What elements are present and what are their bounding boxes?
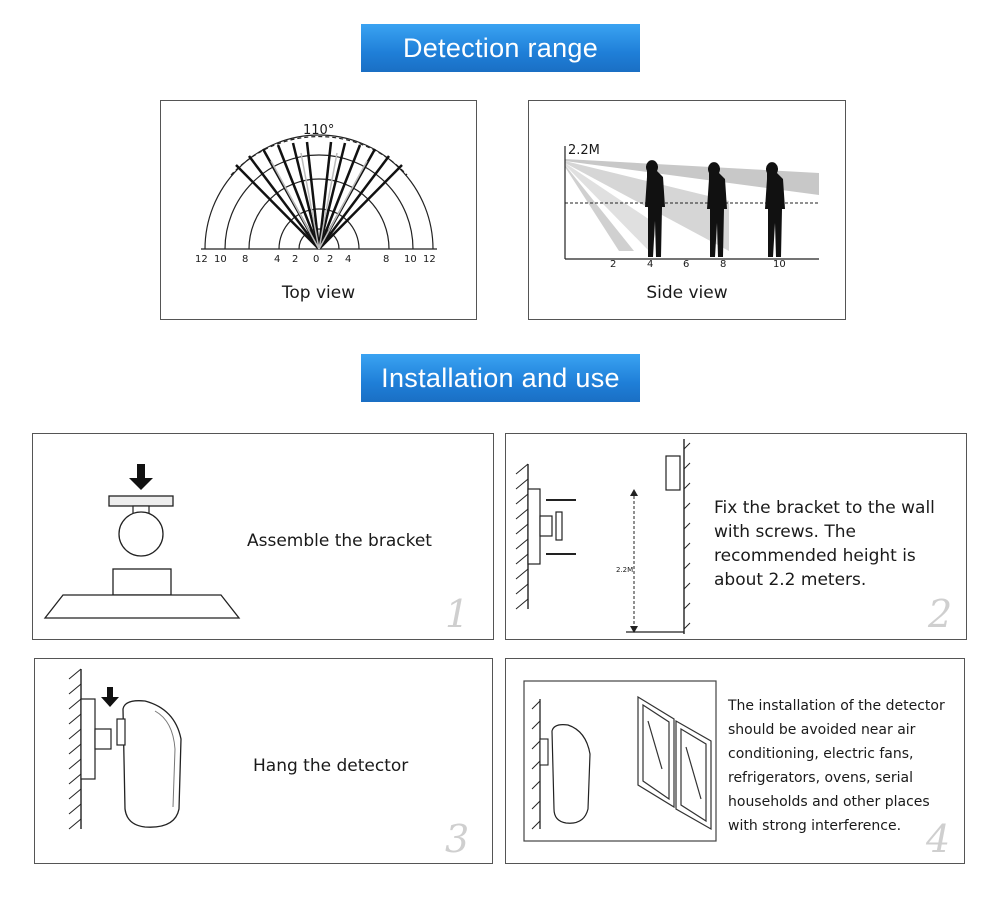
step-4-number: 4 — [926, 817, 951, 861]
wall-mount-illustration — [515, 439, 691, 634]
distance-label: 2 — [610, 259, 617, 270]
step-1-number: 1 — [445, 592, 470, 636]
bracket-assembly-illustration — [43, 464, 241, 619]
detection-range-banner: Detection range — [361, 24, 640, 72]
scale-label: 12 — [423, 254, 436, 265]
top-view-panel: 110° 12 10 8 4 2 0 2 4 8 10 12 Top view — [160, 100, 477, 320]
step-2-text: Fix the bracket to the wall with screws.… — [714, 498, 935, 590]
scale-label: 0 — [313, 254, 320, 265]
scale-label: 2 — [292, 254, 299, 265]
step-3-number: 3 — [445, 817, 470, 861]
detection-range-title: Detection range — [402, 32, 599, 63]
step-4-panel: The installation of the detector should … — [505, 658, 965, 864]
scale-label: 8 — [383, 254, 390, 265]
scale-label: 4 — [345, 254, 352, 265]
step-4-text: The installation of the detector should … — [728, 698, 945, 834]
side-view-caption: Side view — [646, 283, 728, 303]
placement-warning-illustration — [523, 680, 717, 842]
side-view-diagram — [564, 146, 819, 260]
scale-label: 12 — [195, 254, 208, 265]
top-view-diagram — [201, 134, 437, 250]
step-3-panel: Hang the detector 3 — [34, 658, 493, 864]
angle-label: 110° — [303, 123, 335, 138]
scale-label: 2 — [327, 254, 334, 265]
top-view-caption: Top view — [281, 283, 356, 303]
hang-detector-illustration — [68, 668, 182, 830]
step-3-text: Hang the detector — [253, 756, 409, 776]
installation-title: Installation and use — [381, 362, 620, 393]
distance-label: 6 — [683, 259, 690, 270]
scale-label: 4 — [274, 254, 281, 265]
person-silhouettes — [645, 160, 785, 257]
height-label: 2.2M — [568, 143, 600, 158]
scale-label: 10 — [404, 254, 417, 265]
distance-label: 8 — [720, 259, 727, 270]
step-1-text: Assemble the bracket — [247, 531, 432, 551]
installation-banner: Installation and use — [361, 354, 640, 402]
distance-label: 10 — [773, 259, 786, 270]
step-1-panel: Assemble the bracket 1 — [32, 433, 494, 640]
step-2-panel: 2.2M Fix the bracket to the wall with sc… — [505, 433, 967, 640]
step-2-height-label: 2.2M — [616, 566, 634, 574]
scale-label: 8 — [242, 254, 249, 265]
step-2-number: 2 — [928, 592, 953, 636]
distance-label: 4 — [647, 259, 654, 270]
scale-label: 10 — [214, 254, 227, 265]
side-view-panel: 2.2M 2 4 6 8 10 Side view — [528, 100, 846, 320]
